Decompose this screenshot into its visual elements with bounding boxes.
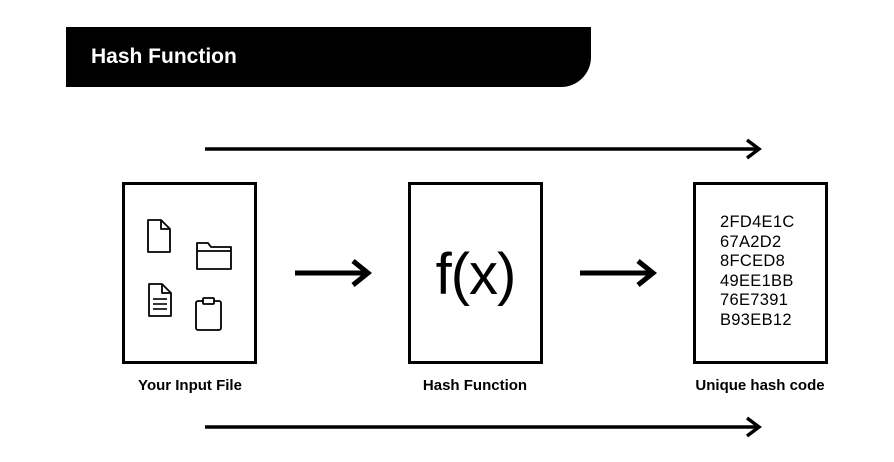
function-symbol: f(x) xyxy=(435,242,517,307)
bottom-arrow xyxy=(205,416,762,438)
input-file-box xyxy=(122,182,257,364)
hash-function-label: Hash Function xyxy=(422,377,528,394)
hash-code-line: 2FD4E1C xyxy=(720,213,795,231)
input-file-label: Your Input File xyxy=(138,377,242,394)
hash-code-line: 49EE1BB xyxy=(720,271,794,290)
hash-code-line: 8FCED8 xyxy=(720,252,786,270)
hash-code-label: Unique hash code xyxy=(695,377,825,394)
arrow-hash-to-output xyxy=(580,259,658,287)
clipboard-icon xyxy=(195,297,222,331)
arrow-input-to-hash xyxy=(295,259,373,287)
hash-function-box: f(x) xyxy=(408,182,543,364)
top-arrow xyxy=(205,138,762,160)
text-document-icon xyxy=(148,283,172,317)
hash-code-line: B93EB12 xyxy=(720,310,792,329)
title-banner: Hash Function xyxy=(66,27,591,87)
document-icon xyxy=(147,219,171,253)
folder-icon xyxy=(196,242,232,270)
page-title: Hash Function xyxy=(91,45,237,68)
hash-code-box: 2FD4E1C 67A2D2 8FCED8 49EE1BB 76E7391 B9… xyxy=(693,182,828,364)
hash-code-line: 67A2D2 xyxy=(720,232,782,251)
hash-code-line: 76E7391 xyxy=(720,291,789,309)
hash-code-list: 2FD4E1C 67A2D2 8FCED8 49EE1BB 76E7391 B9… xyxy=(720,213,795,330)
